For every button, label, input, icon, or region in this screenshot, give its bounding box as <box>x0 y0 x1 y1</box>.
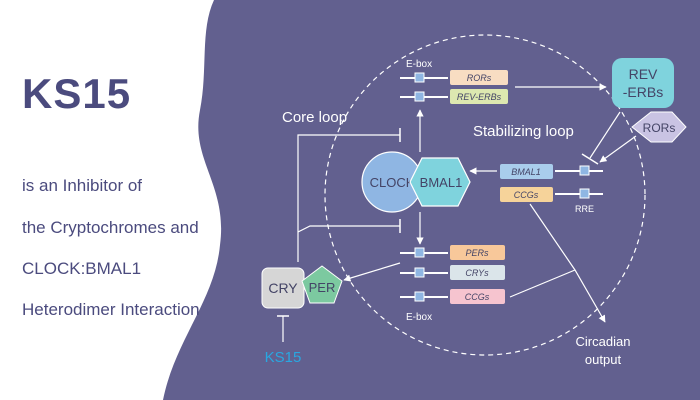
subtitle-line-4: Heterodimer Interaction <box>22 300 200 319</box>
output-arrow-from-ccgs-bottom <box>509 269 576 298</box>
rev-erbs-inhibit-line <box>589 111 621 159</box>
gene-row-bmal1: BMAL1 <box>500 164 603 179</box>
per-label: PER <box>309 280 336 295</box>
rors-protein <box>631 111 687 143</box>
bmal1-label: BMAL1 <box>420 175 463 190</box>
core-loop-label: Core loop <box>282 109 347 126</box>
gene-row-ccgs-mid: CCGs <box>500 187 603 202</box>
gene-label-rors: RORs <box>467 73 492 83</box>
cry-protein <box>261 267 305 309</box>
output-arrow-from-ccgs-mid <box>529 203 606 323</box>
gene-box-rev-erbs <box>450 89 508 104</box>
ebox-bottom-label: E-box <box>406 312 432 323</box>
core-loop-inhibit-top <box>297 134 400 262</box>
gene-row-ccgs-bottom: CCGs <box>400 289 505 304</box>
gene-label-pers: PERs <box>465 248 489 258</box>
ebox-site-icon <box>414 91 425 102</box>
gene-row-pers: PERs <box>400 245 505 260</box>
rors-activate-line <box>599 135 637 163</box>
ebox-site-icon <box>414 247 425 258</box>
gene-label-rev-erbs: REV-ERBs <box>457 92 502 102</box>
loop-dashed-circle <box>324 34 646 356</box>
subtitle-line-2: the Cryptochromes and <box>22 218 199 237</box>
ebox-site-icon <box>414 291 425 302</box>
ebox-site-icon <box>414 72 425 83</box>
per-protein <box>301 265 343 304</box>
core-loop-inhibit-bottom <box>297 225 400 233</box>
gene-row-rors: RORs <box>400 70 508 85</box>
gene-box-ccgs-mid <box>500 187 553 202</box>
circadian-output-label-2: output <box>585 352 622 367</box>
gene-box-crys <box>450 265 505 280</box>
arrow-to-cry-per <box>343 262 401 282</box>
gene-box-rors <box>450 70 508 85</box>
gene-box-pers <box>450 245 505 260</box>
ebox-top-label: E-box <box>406 59 432 70</box>
gene-row-crys: CRYs <box>400 265 505 280</box>
gene-label-ccgs-mid: CCGs <box>514 190 539 200</box>
subtitle-line-3: CLOCK:BMAL1 <box>22 259 142 278</box>
rev-erbs-label-2: -ERBs <box>623 84 663 100</box>
page-title: KS15 <box>22 70 132 117</box>
rev-erbs-protein <box>612 58 674 108</box>
gene-label-bmal1: BMAL1 <box>511 167 541 177</box>
gene-row-rev-erbs: REV-ERBs <box>400 89 508 104</box>
ebox-site-icon <box>414 267 425 278</box>
circadian-output-label-1: Circadian <box>576 334 631 349</box>
rre-site-icon <box>579 188 590 199</box>
subtitle-line-1: is an Inhibitor of <box>22 176 143 195</box>
rors-protein-label: RORs <box>643 121 676 135</box>
stabilizing-loop-label: Stabilizing loop <box>473 123 574 140</box>
rre-label: RRE <box>575 204 594 214</box>
cry-label: CRY <box>268 280 298 296</box>
ks15-label: KS15 <box>265 349 302 366</box>
rev-erbs-label-1: REV <box>629 66 658 82</box>
gene-box-bmal1 <box>500 164 553 179</box>
gene-label-crys: CRYs <box>465 268 489 278</box>
bmal1-protein <box>409 157 471 207</box>
gene-box-ccgs-bottom <box>450 289 505 304</box>
gene-label-ccgs-bottom: CCGs <box>465 292 490 302</box>
clock-label: CLOCK <box>370 175 415 190</box>
rre-site-icon <box>579 165 590 176</box>
